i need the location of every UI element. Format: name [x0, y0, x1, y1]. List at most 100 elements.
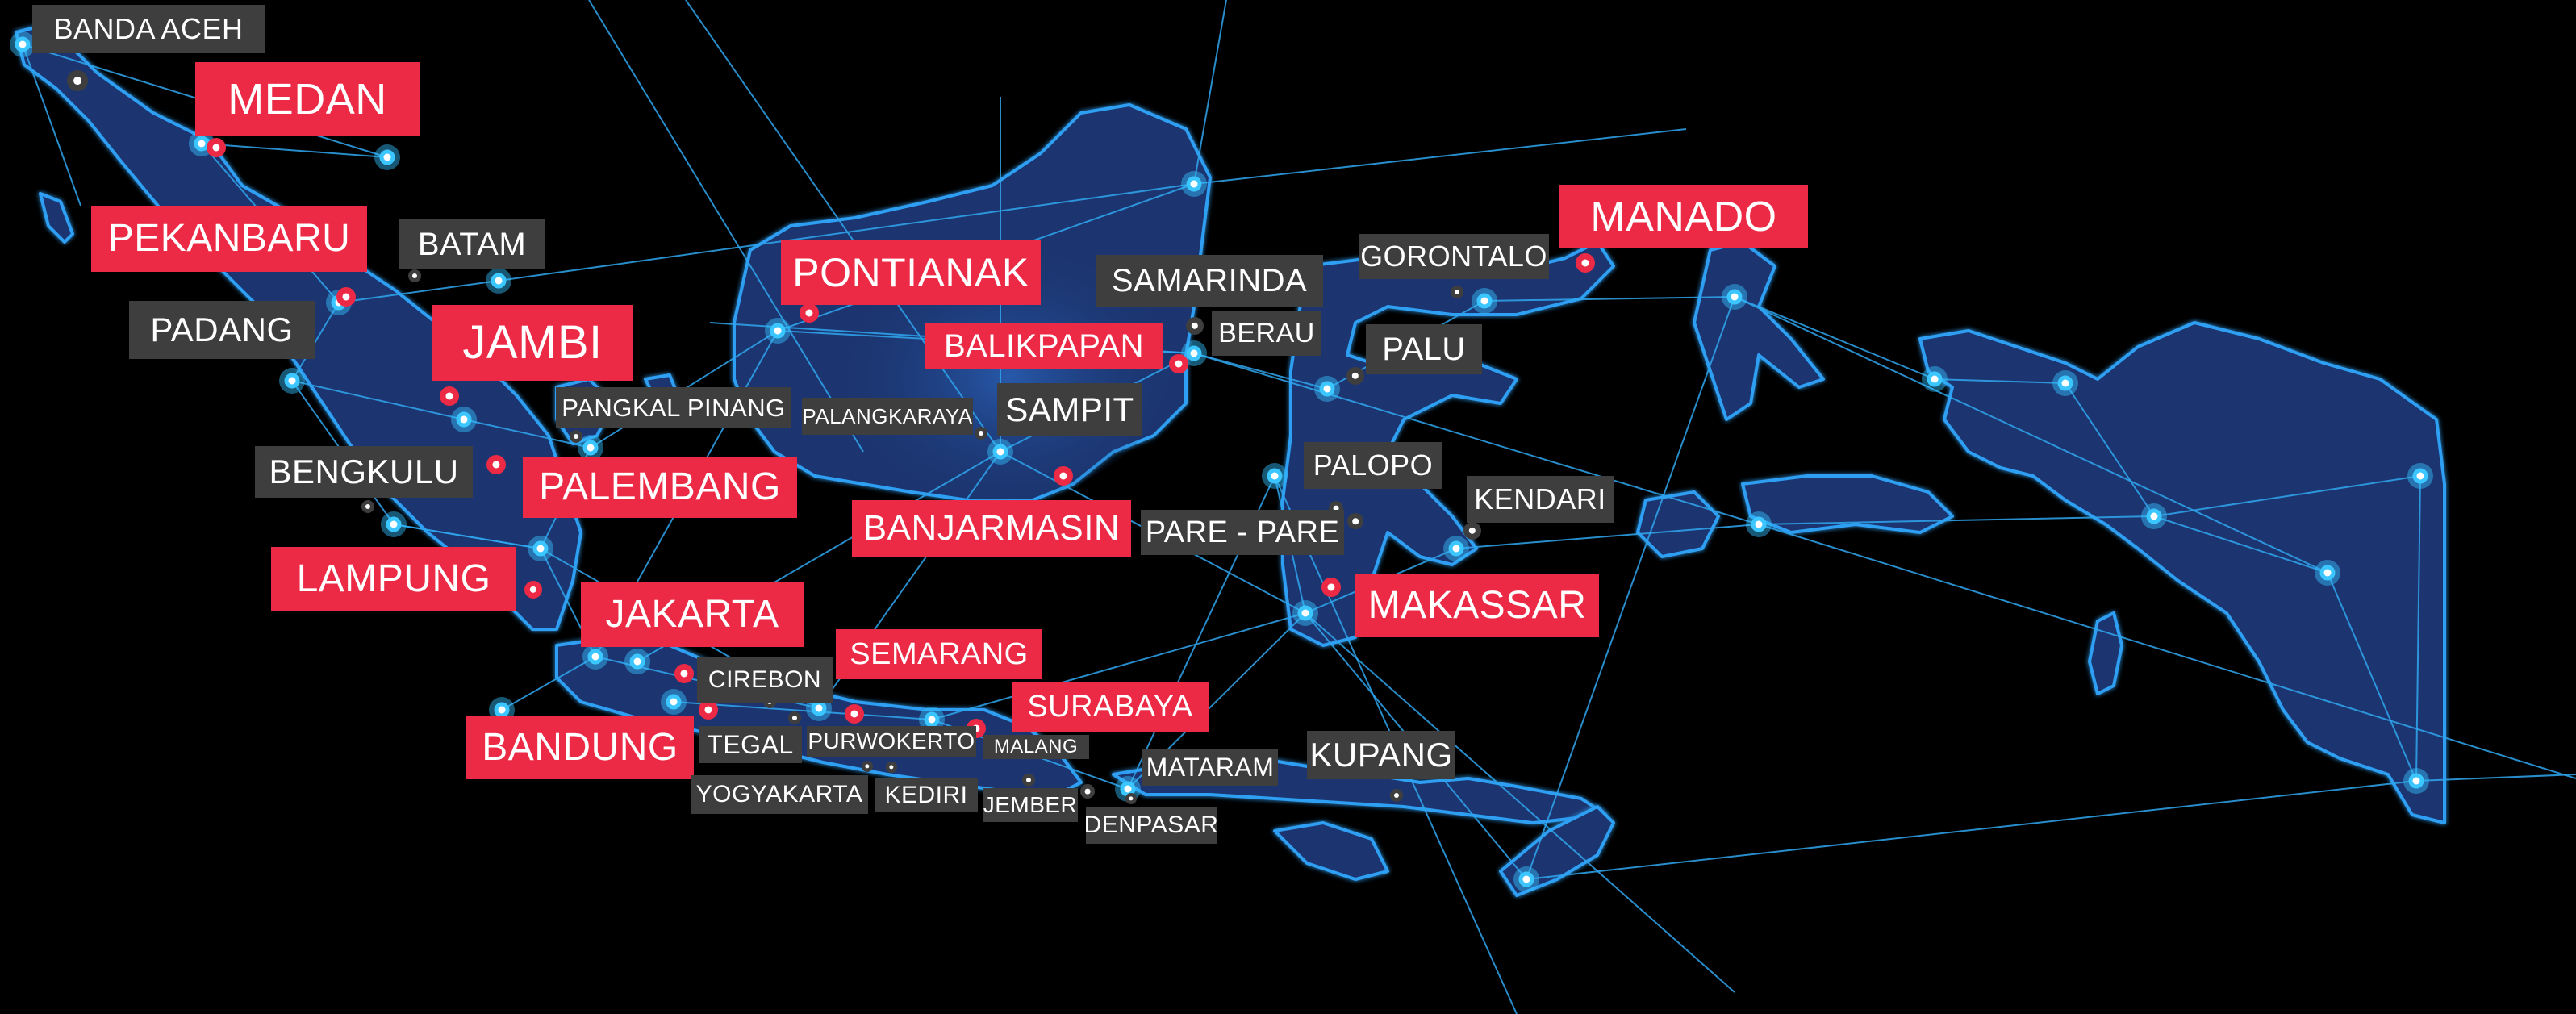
purwokerto-pin-marker-icon[interactable]	[788, 711, 801, 724]
jakarta-pin-marker-icon[interactable]	[674, 664, 694, 683]
connection-line	[685, 0, 1001, 453]
berau-pin-marker-icon[interactable]	[1186, 317, 1204, 335]
connection-line	[2153, 475, 2421, 517]
city-label-semarang[interactable]: SEMARANG	[836, 629, 1042, 679]
city-label-batam[interactable]: BATAM	[399, 219, 545, 269]
malang-pin-marker-icon[interactable]	[1022, 774, 1035, 787]
hub-node-icon	[987, 439, 1013, 465]
city-label-banda-aceh[interactable]: BANDA ACEH	[32, 5, 265, 53]
city-label-samarinda[interactable]: SAMARINDA	[1096, 255, 1323, 307]
kendari-pin-marker-icon[interactable]	[1463, 522, 1481, 540]
connection-line	[201, 143, 388, 158]
city-label-palopo[interactable]: PALOPO	[1304, 442, 1442, 489]
city-label-mataram[interactable]: MATARAM	[1142, 749, 1278, 786]
connection-line	[1526, 780, 2417, 880]
hub-node-icon	[578, 435, 603, 461]
city-label-sampit[interactable]: SAMPIT	[997, 383, 1142, 436]
balikpapan-pin-marker-icon[interactable]	[1169, 354, 1188, 373]
city-label-palembang[interactable]: PALEMBANG	[523, 457, 797, 518]
city-label-pontianak[interactable]: PONTIANAK	[781, 240, 1041, 305]
batam-pin-marker-icon[interactable]	[408, 269, 421, 282]
city-label-kendari[interactable]: KENDARI	[1467, 476, 1614, 523]
city-label-surabaya[interactable]: SURABAYA	[1012, 682, 1209, 732]
city-label-kediri[interactable]: KEDIRI	[875, 778, 978, 812]
city-label-pare-pare[interactable]: PARE - PARE	[1141, 510, 1344, 555]
hub-node-icon	[381, 511, 407, 537]
pekanbaru-pin-marker-icon[interactable]	[336, 287, 356, 307]
city-label-malang[interactable]: MALANG	[983, 735, 1089, 759]
bengkulu-pin-marker-icon[interactable]	[361, 500, 374, 513]
kupang-pin-marker-icon[interactable]	[1390, 789, 1403, 802]
city-label-bandung[interactable]: BANDUNG	[466, 716, 694, 779]
jember-pin-marker-icon[interactable]	[1080, 784, 1095, 799]
gorontalo-pin-marker-icon[interactable]	[1451, 286, 1463, 298]
city-label-jambi[interactable]: JAMBI	[432, 305, 633, 381]
denpasar-pin-marker-icon[interactable]	[1125, 793, 1137, 804]
city-label-jember[interactable]: JEMBER	[983, 788, 1078, 822]
yogyakarta-pin-marker-icon[interactable]	[862, 761, 873, 772]
pangkal-pinang-pin-marker-icon[interactable]	[570, 430, 582, 443]
city-label-medan[interactable]: MEDAN	[195, 62, 420, 136]
connection-line	[22, 44, 81, 207]
city-label-manado[interactable]: MANADO	[1559, 185, 1808, 248]
city-label-lampung[interactable]: LAMPUNG	[271, 547, 516, 611]
connection-line	[1193, 128, 1687, 185]
city-label-tegal[interactable]: TEGAL	[699, 726, 802, 763]
city-label-palangkaraya[interactable]: PALANGKARAYA	[802, 398, 973, 435]
connection-line	[1526, 296, 1735, 880]
makassar-pin-marker-icon[interactable]	[1321, 578, 1341, 597]
connection-line	[1305, 612, 1735, 993]
hub-node-icon	[1262, 463, 1288, 489]
medan-pin-marker-icon[interactable]	[207, 138, 226, 157]
city-label-denpasar[interactable]: DENPASAR	[1084, 807, 1218, 844]
jambi-pin-marker-icon[interactable]	[440, 386, 459, 406]
connection-line	[588, 0, 864, 453]
hub-node-icon	[486, 268, 511, 294]
city-label-banjarmasin[interactable]: BANJARMASIN	[852, 500, 1131, 557]
connection-line	[393, 524, 541, 549]
banjarmasin-pin-marker-icon[interactable]	[1054, 466, 1073, 486]
hub-node-icon	[1181, 171, 1207, 197]
connection-line	[1193, 353, 1760, 525]
palu-pin-marker-icon[interactable]	[1346, 367, 1364, 385]
city-label-pangkal-pinang[interactable]: PANGKAL PINANG	[556, 387, 791, 428]
lampung-pin-marker-icon[interactable]	[524, 581, 542, 599]
city-label-kupang[interactable]: KUPANG	[1307, 731, 1455, 779]
pontianak-pin-marker-icon[interactable]	[800, 303, 819, 323]
city-label-cirebon[interactable]: CIREBON	[697, 657, 833, 703]
city-label-gorontalo[interactable]: GORONTALO	[1359, 234, 1549, 279]
hub-node-icon	[765, 318, 791, 344]
banda-aceh-pin-marker-icon[interactable]	[67, 70, 88, 91]
city-label-jakarta[interactable]: JAKARTA	[581, 582, 804, 647]
manado-pin-marker-icon[interactable]	[1576, 253, 1595, 273]
connection-line	[498, 183, 1195, 282]
city-label-padang[interactable]: PADANG	[129, 301, 315, 359]
palembang-pin-marker-icon[interactable]	[486, 455, 506, 474]
island-buru	[1636, 490, 1720, 558]
hub-node-icon	[661, 689, 687, 715]
connection-line	[291, 380, 465, 420]
hub-node-icon	[2141, 503, 2167, 529]
city-label-berau[interactable]: BERAU	[1212, 311, 1321, 356]
hub-node-icon	[1513, 866, 1539, 892]
city-label-pekanbaru[interactable]: PEKANBARU	[91, 206, 367, 272]
kediri-pin-marker-icon[interactable]	[886, 762, 897, 773]
hub-node-icon	[451, 407, 477, 432]
bandung-pin-marker-icon[interactable]	[699, 700, 718, 720]
palangkaraya-pin-marker-icon[interactable]	[975, 427, 987, 440]
island-nias	[39, 192, 74, 244]
city-label-palu[interactable]: PALU	[1366, 324, 1482, 374]
connection-line	[1734, 296, 1935, 380]
city-label-makassar[interactable]: MAKASSAR	[1355, 574, 1599, 637]
pare-pare-pin-marker-icon[interactable]	[1347, 513, 1363, 529]
hub-node-icon	[2407, 463, 2433, 489]
city-label-balikpapan[interactable]: BALIKPAPAN	[925, 323, 1163, 369]
semarang-pin-marker-icon[interactable]	[845, 704, 864, 724]
city-label-bengkulu[interactable]: BENGKULU	[255, 446, 473, 498]
city-label-yogyakarta[interactable]: YOGYAKARTA	[691, 775, 868, 814]
connection-line	[2415, 774, 2576, 782]
hub-node-icon	[1181, 340, 1207, 366]
city-label-purwokerto[interactable]: PURWOKERTO	[807, 726, 976, 757]
